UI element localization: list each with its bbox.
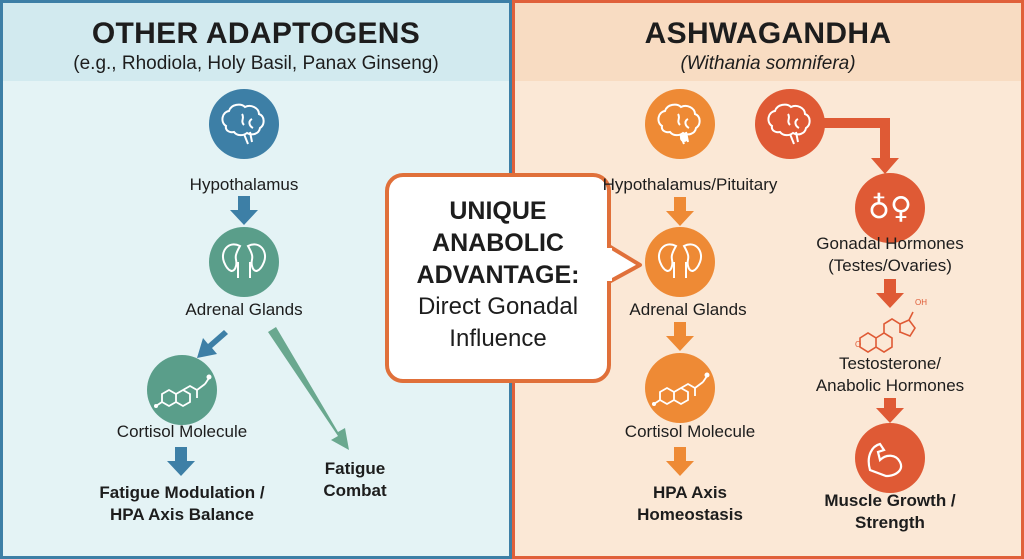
right-adrenal-label: Adrenal Glands	[629, 300, 747, 319]
callout-pointer	[605, 243, 642, 285]
left-adrenal-label: Adrenal Glands	[185, 300, 303, 319]
gonadal-label: (Testes/Ovaries)	[828, 256, 952, 275]
arrow-icon	[876, 398, 904, 423]
fatigue-combat-label: Fatigue	[324, 459, 386, 478]
arrow-icon	[230, 196, 258, 225]
kidney-icon	[645, 227, 715, 297]
fatigue-combat-label: Combat	[323, 481, 387, 500]
connector-arrow-icon	[824, 118, 899, 174]
callout-line: UNIQUE	[449, 197, 547, 225]
left-title: OTHER ADAPTOGENS	[91, 17, 421, 50]
unique-anabolic-advantage-callout: UNIQUE ANABOLIC ADVANTAGE: Direct Gonada…	[385, 173, 611, 383]
right-cortisol-label: Cortisol Molecule	[624, 422, 756, 441]
gonad-icon	[855, 173, 925, 243]
gonadal-label: Gonadal Hormones	[816, 234, 964, 253]
arrow-icon	[197, 330, 228, 358]
long-arrow-icon	[268, 327, 349, 450]
left-cortisol-label: Cortisol Molecule	[116, 422, 248, 441]
testosterone-label: Anabolic Hormones	[815, 376, 965, 395]
left-hypothalamus-label: Hypothalamus	[189, 175, 299, 194]
testosterone-molecule-icon	[859, 311, 916, 353]
right-header: ASHWAGANDHA (Withania somnifera)	[515, 3, 1021, 81]
arrow-icon	[666, 447, 694, 476]
right-title: ASHWAGANDHA	[644, 17, 892, 50]
left-header: OTHER ADAPTOGENS (e.g., Rhodiola, Holy B…	[3, 3, 509, 81]
arrow-icon	[876, 279, 904, 308]
muscle-growth-label: Strength	[855, 513, 925, 532]
oh-label: OH	[915, 298, 927, 307]
arrow-icon	[167, 447, 195, 476]
kidney-icon	[209, 227, 279, 297]
callout-line: ANABOLIC	[432, 229, 564, 257]
right-hypothalamus-label: Hypothalamus/Pituitary	[602, 175, 778, 194]
muscle-icon	[855, 423, 925, 493]
left-subtitle: (e.g., Rhodiola, Holy Basil, Panax Ginse…	[73, 53, 439, 74]
o-label: O	[855, 340, 861, 349]
callout-line: Influence	[449, 325, 547, 352]
arrow-icon	[666, 322, 694, 351]
arrow-icon	[666, 197, 694, 226]
callout-line: ADVANTAGE:	[416, 261, 580, 289]
left-outcome-label: HPA Axis Balance	[110, 505, 254, 524]
hpa-homeostasis-label: Homeostasis	[637, 505, 743, 524]
callout-line: Direct Gonadal	[417, 293, 579, 320]
muscle-growth-label: Muscle Growth /	[824, 491, 956, 510]
right-subtitle: (Withania somnifera)	[680, 53, 856, 74]
left-outcome-label: Fatigue Modulation /	[99, 483, 265, 502]
svg-text:♁♀: ♁♀	[868, 191, 912, 226]
testosterone-label: Testosterone/	[838, 354, 942, 373]
hpa-homeostasis-label: HPA Axis	[652, 483, 728, 502]
